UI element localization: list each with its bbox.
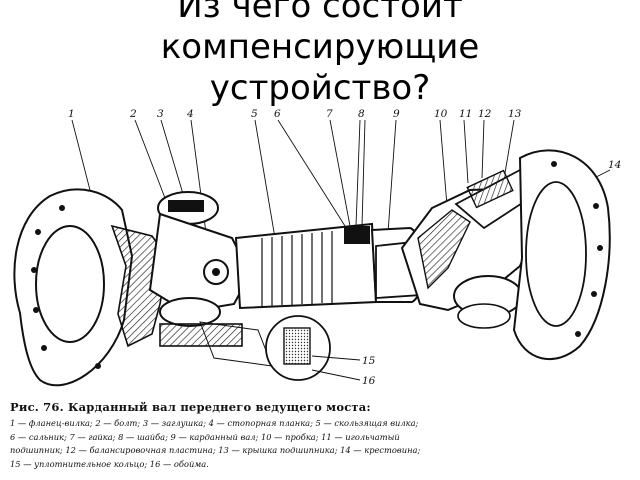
callout-numbers: 1 2 3 4 5 6 7 8 9 10 11 12 13 14 15 16 bbox=[68, 108, 621, 387]
figure-caption: Рис. 76. Карданный вал переднего ведущег… bbox=[10, 400, 634, 471]
legend-line: 15 — уплотнительное кольцо; 16 — обойма. bbox=[10, 458, 209, 469]
title-line-1: Из чего состоит bbox=[177, 0, 463, 26]
callout-8: 8 bbox=[358, 108, 365, 120]
legend-line: 1 — фланец-вилка; 2 — болт; 3 — заглушка… bbox=[10, 418, 419, 428]
callout-14: 14 bbox=[608, 159, 621, 171]
callout-2: 2 bbox=[129, 108, 137, 120]
callout-10: 10 bbox=[434, 108, 448, 120]
callout-13: 13 bbox=[508, 108, 522, 120]
legend-line: подшипник; 12 — балансировочная пластина… bbox=[10, 445, 421, 455]
slide-title: Из чего состоит компенсирующие устройств… bbox=[0, 0, 640, 109]
callout-12: 12 bbox=[478, 108, 492, 120]
title-line-2: компенсирующие bbox=[160, 27, 480, 67]
callout-5: 5 bbox=[251, 108, 258, 120]
caption-title: Рис. 76. Карданный вал переднего ведущег… bbox=[10, 400, 371, 414]
callout-9: 9 bbox=[393, 108, 400, 120]
title-line-3: устройство? bbox=[209, 68, 431, 108]
seal-detail-inset bbox=[199, 315, 361, 381]
parts-legend: 1 — фланец-вилка; 2 — болт; 3 — заглушка… bbox=[10, 417, 634, 471]
callout-3: 3 bbox=[157, 108, 164, 120]
right-yoke bbox=[400, 168, 542, 329]
left-flange-yoke bbox=[13, 188, 169, 387]
sliding-yoke-and-shaft bbox=[234, 222, 437, 310]
callout-1: 1 bbox=[68, 108, 75, 120]
right-flange bbox=[512, 149, 611, 361]
callout-15: 15 bbox=[362, 355, 376, 367]
legend-line: 6 — сальник; 7 — гайка; 8 — шайба; 9 — к… bbox=[10, 431, 400, 442]
left-universal-joint bbox=[148, 191, 252, 347]
callout-7: 7 bbox=[326, 108, 333, 120]
callout-4: 4 bbox=[186, 108, 194, 120]
callout-6: 6 bbox=[274, 108, 281, 120]
callout-11: 11 bbox=[459, 108, 472, 120]
cardan-shaft-drawing: 1 2 3 4 5 6 7 8 9 10 11 12 13 14 15 16 bbox=[13, 108, 621, 387]
callout-16: 16 bbox=[362, 375, 376, 387]
